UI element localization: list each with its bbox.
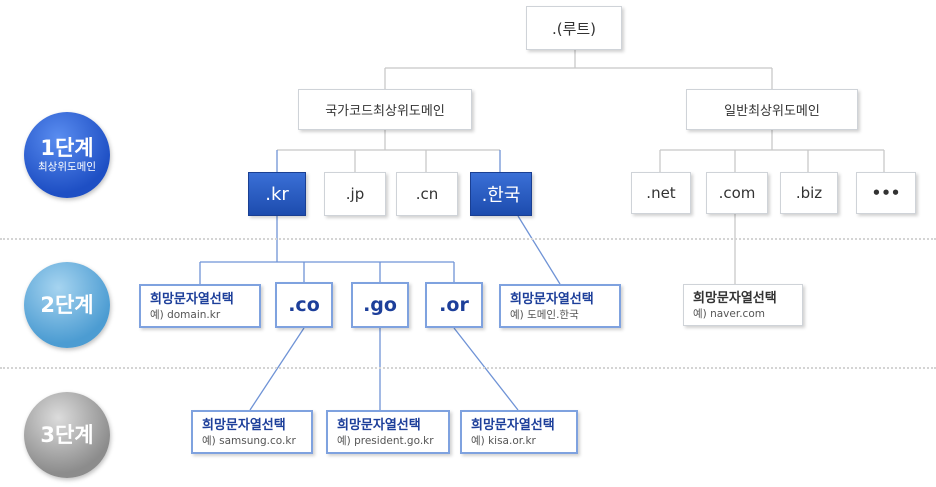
level-2-badge: 2단계 bbox=[24, 262, 110, 348]
co-domain-example: 예) samsung.co.kr bbox=[202, 434, 296, 447]
tld-more-node: ••• bbox=[856, 172, 916, 214]
level-1-badge: 1단계 최상위도메인 bbox=[24, 112, 110, 198]
sld-co-node: .co bbox=[275, 282, 333, 328]
level-3-badge: 3단계 bbox=[24, 392, 110, 478]
or-domain-label: 희망문자열선택 예) kisa.or.kr bbox=[460, 410, 578, 454]
or-domain-title: 희망문자열선택 bbox=[471, 417, 555, 433]
kr-domain-label: 희망문자열선택 예) domain.kr bbox=[139, 284, 261, 328]
tld-net-node: .net bbox=[631, 172, 691, 214]
com-domain-example: 예) naver.com bbox=[693, 307, 765, 320]
level-1-label: 1단계 bbox=[40, 136, 94, 160]
hanguk-domain-label: 희망문자열선택 예) 도메인.한국 bbox=[499, 284, 621, 328]
root-node: .(루트) bbox=[526, 6, 622, 50]
divider-level-2-3 bbox=[0, 367, 936, 369]
co-domain-label: 희망문자열선택 예) samsung.co.kr bbox=[191, 410, 313, 454]
co-domain-title: 희망문자열선택 bbox=[202, 417, 286, 433]
hanguk-domain-example: 예) 도메인.한국 bbox=[510, 308, 579, 321]
level-1-sub-label: 최상위도메인 bbox=[38, 161, 96, 173]
level-2-label: 2단계 bbox=[40, 293, 94, 317]
divider-level-1-2 bbox=[0, 238, 936, 240]
tld-kr-node: .kr bbox=[248, 172, 306, 216]
hanguk-domain-title: 희망문자열선택 bbox=[510, 291, 594, 307]
kr-domain-example: 예) domain.kr bbox=[150, 308, 221, 321]
go-domain-example: 예) president.go.kr bbox=[337, 434, 434, 447]
generic-tld-node: 일반최상위도메인 bbox=[686, 89, 858, 130]
or-domain-example: 예) kisa.or.kr bbox=[471, 434, 536, 447]
level-3-label: 3단계 bbox=[40, 423, 94, 447]
go-domain-label: 희망문자열선택 예) president.go.kr bbox=[326, 410, 450, 454]
tld-com-node: .com bbox=[706, 172, 768, 214]
tld-cn-node: .cn bbox=[396, 172, 458, 216]
tld-jp-node: .jp bbox=[324, 172, 386, 216]
sld-go-node: .go bbox=[351, 282, 409, 328]
country-code-tld-node: 국가코드최상위도메인 bbox=[298, 89, 472, 130]
go-domain-title: 희망문자열선택 bbox=[337, 417, 421, 433]
kr-domain-title: 희망문자열선택 bbox=[150, 291, 234, 307]
sld-or-node: .or bbox=[425, 282, 483, 328]
tld-hanguk-node: .한국 bbox=[470, 172, 532, 216]
tld-biz-node: .biz bbox=[780, 172, 838, 214]
com-domain-title: 희망문자열선택 bbox=[693, 290, 777, 306]
com-domain-label: 희망문자열선택 예) naver.com bbox=[683, 284, 803, 326]
